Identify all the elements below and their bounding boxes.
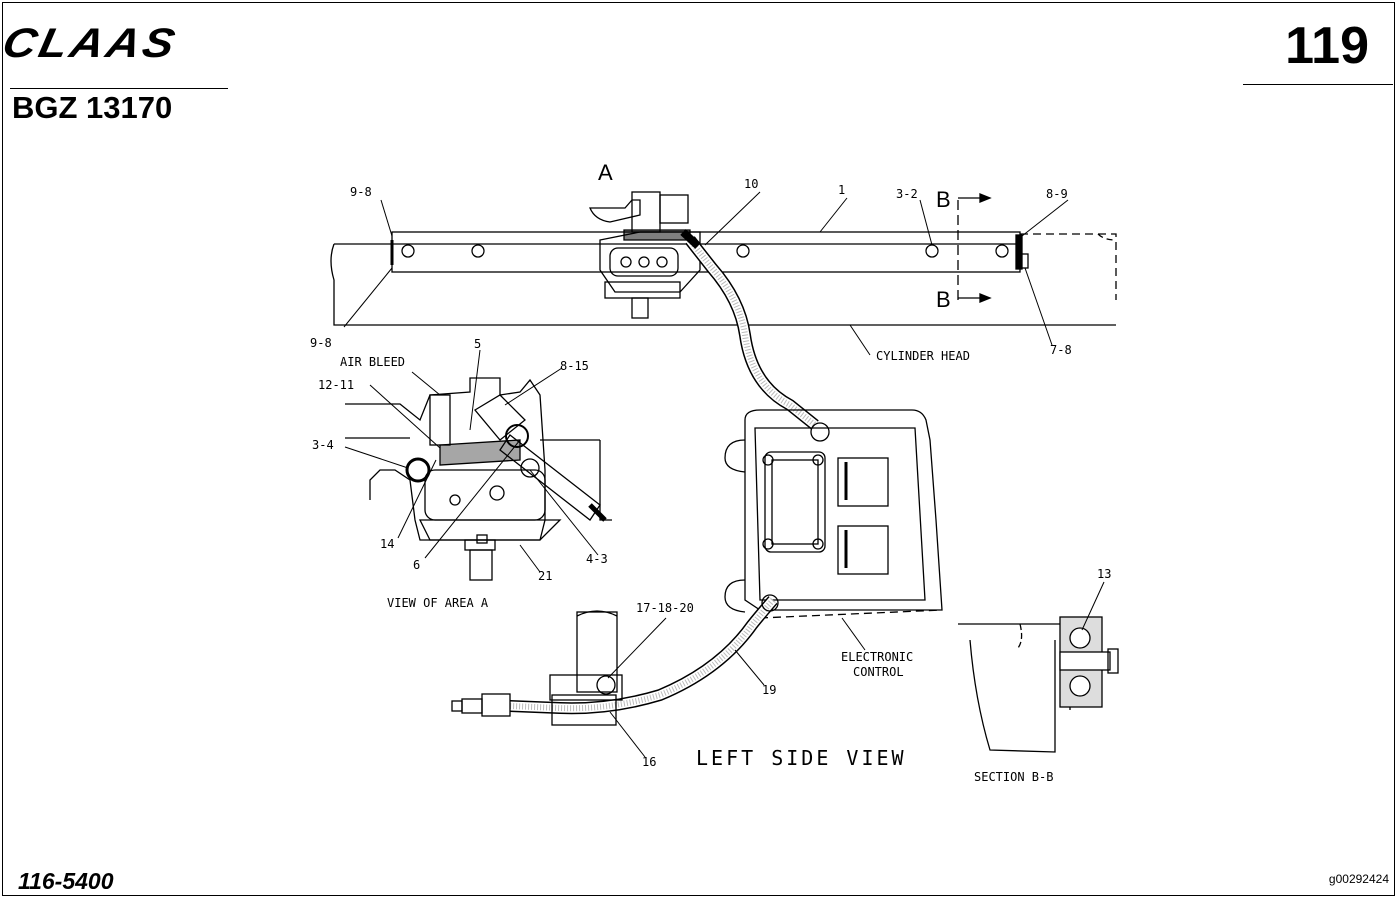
fuel-line-lower xyxy=(451,594,779,726)
callout-4-3: 4-3 xyxy=(586,552,608,566)
header-rule-left xyxy=(10,88,228,89)
air-bleed-label: AIR BLEED xyxy=(340,355,405,369)
image-id: g00292424 xyxy=(1328,872,1389,886)
cylinder-head-assembly xyxy=(330,191,1117,326)
section-letter-b-bottom: B xyxy=(936,287,951,312)
callout-5: 5 xyxy=(474,337,481,351)
callout-19: 19 xyxy=(762,683,776,697)
callout-9-8-top: 9-8 xyxy=(350,185,372,199)
callout-12-11: 12-11 xyxy=(318,378,354,392)
part-number: 116-5400 xyxy=(18,868,114,894)
callout-3-4: 3-4 xyxy=(312,438,334,452)
electronic-control-label-line1: ELECTRONIC xyxy=(841,650,913,664)
callout-10: 10 xyxy=(744,177,758,191)
document-code: BGZ 13170 xyxy=(12,90,173,125)
electronic-control-module xyxy=(724,409,943,619)
section-letter-a: A xyxy=(598,160,613,185)
fuel-line-upper xyxy=(680,229,830,442)
section-letter-b-top: B xyxy=(936,187,951,212)
view-of-area-a-label: VIEW OF AREA A xyxy=(387,596,489,610)
callout-3-2: 3-2 xyxy=(896,187,918,201)
cylinder-head-label: CYLINDER HEAD xyxy=(876,349,970,363)
detail-view-area-a xyxy=(345,377,612,581)
callout-7-8: 7-8 xyxy=(1050,343,1072,357)
callout-21: 21 xyxy=(538,569,552,583)
page-number: 119 xyxy=(1285,17,1369,75)
section-b-b-detail xyxy=(958,616,1119,753)
callout-leaders xyxy=(343,191,1105,758)
section-b-b-label: SECTION B-B xyxy=(974,770,1053,784)
electronic-control-label-line2: CONTROL xyxy=(853,665,904,679)
callout-14: 14 xyxy=(380,537,394,551)
callout-1: 1 xyxy=(838,183,845,197)
callout-8-9: 8-9 xyxy=(1046,187,1068,201)
callout-13: 13 xyxy=(1097,567,1111,581)
callout-17-18-20: 17-18-20 xyxy=(636,601,694,615)
callout-9-8-bottom: 9-8 xyxy=(310,336,332,350)
left-side-view-label: LEFT SIDE VIEW xyxy=(696,746,907,770)
callout-8-15: 8-15 xyxy=(560,359,589,373)
callout-16: 16 xyxy=(642,755,656,769)
callout-6: 6 xyxy=(413,558,420,572)
header-rule-right xyxy=(1243,84,1393,85)
